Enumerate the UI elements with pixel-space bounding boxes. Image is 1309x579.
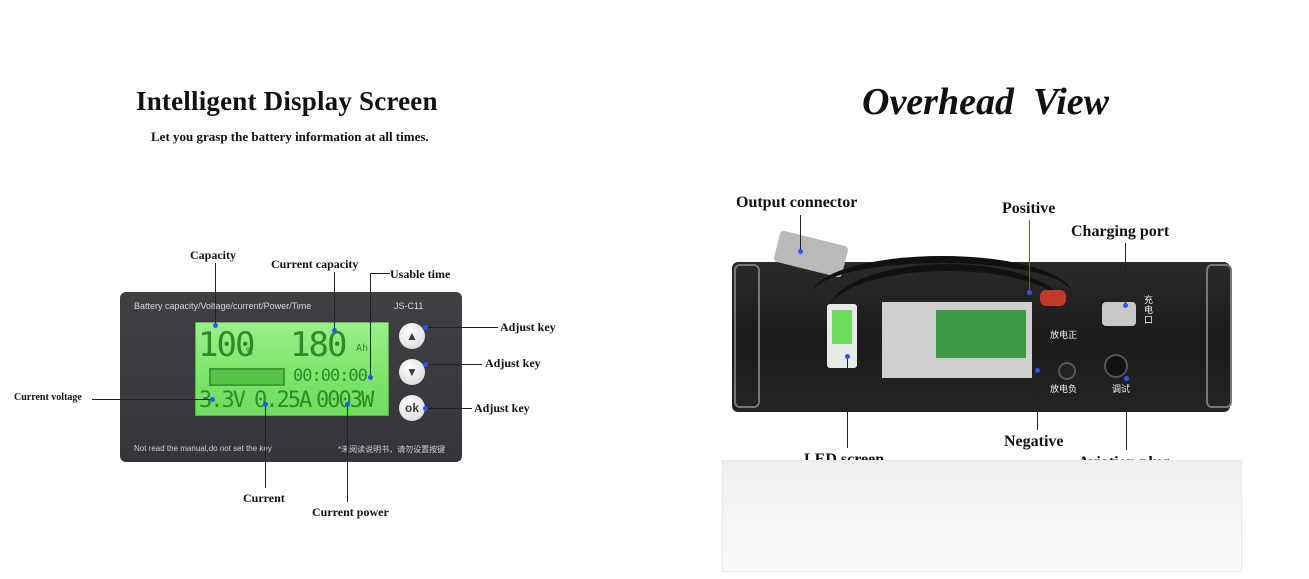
pointer-positive [1029, 220, 1030, 292]
label-negative: Negative [1004, 433, 1064, 450]
pointer-dot-negative [1035, 368, 1040, 373]
label-current-voltage: Current voltage [14, 392, 82, 403]
pointer-dot-output-connector [798, 249, 803, 254]
pointer-adjust-up [425, 327, 498, 328]
display-panel: Battery capacity/Voltage/current/Power/T… [120, 292, 462, 462]
pointer-dot-adjust-down [423, 362, 428, 367]
pointer-dot-adjust-ok [423, 406, 428, 411]
ok-key-button[interactable]: ok [399, 395, 425, 421]
pointer-current-capacity [334, 272, 335, 330]
label-adjust-key-down: Adjust key [485, 356, 541, 370]
pointer-dot-capacity [213, 323, 218, 328]
pointer-aviation-plug [1126, 378, 1127, 450]
discharge-negative-text: 放电负 [1050, 385, 1078, 395]
mounting-ear-left [734, 264, 760, 408]
left-subtitle: Let you grasp the battery information at… [151, 129, 429, 144]
pointer-usable-time-v [370, 273, 371, 377]
led-screen-module [827, 304, 857, 368]
cable-negative [828, 264, 1068, 361]
lcd-time: 00:00:00 [293, 366, 368, 386]
pointer-current-voltage [92, 399, 212, 400]
lcd-capacity-unit: Ah [356, 343, 369, 354]
mounting-ear-right [1206, 264, 1232, 408]
pointer-dot-charging-port [1123, 303, 1128, 308]
pointer-current [265, 404, 266, 488]
discharge-positive-text: 放电正 [1050, 331, 1078, 341]
pointer-dot-current-power [345, 402, 350, 407]
lcd-voltage: 3.3V [199, 388, 246, 413]
pointer-capacity [215, 263, 216, 325]
led-screen-display [832, 310, 852, 344]
pointer-dot-current-capacity [332, 328, 337, 333]
up-key-button[interactable]: ▲ [399, 323, 425, 349]
pointer-dot-positive [1027, 290, 1032, 295]
spec-label-panel [936, 310, 1026, 358]
charging-port-socket [1102, 302, 1136, 326]
label-output-connector: Output connector [736, 194, 858, 211]
label-current-power: Current power [312, 505, 389, 519]
battery-pack: 放电正 放电负 充 电 口 调试 [732, 230, 1232, 412]
pointer-charging-port [1125, 243, 1126, 305]
label-capacity: Capacity [190, 248, 236, 262]
battery-reflection [722, 460, 1242, 572]
battery-bar-icon [209, 368, 285, 386]
pointer-adjust-ok [425, 408, 472, 409]
lcd-current: 0.25A [254, 388, 312, 413]
pointer-current-power [347, 404, 348, 502]
negative-terminal [1058, 362, 1076, 380]
pointer-dot-current-voltage [210, 397, 215, 402]
pointer-dot-led-screen [845, 354, 850, 359]
spec-label [882, 302, 1032, 378]
left-title: Intelligent Display Screen [136, 86, 438, 116]
lcd-percent: 100 [198, 325, 255, 365]
positive-terminal [1040, 290, 1066, 306]
pointer-dot-adjust-up [423, 325, 428, 330]
down-key-button[interactable]: ▼ [399, 359, 425, 385]
panel-bottom-text-cn: *未阅读说明书，请勿设置按键 [338, 445, 446, 454]
lcd-percent-unit: % [246, 345, 253, 358]
debug-text: 调试 [1112, 385, 1131, 395]
lcd-capacity: 180 [290, 325, 347, 365]
panel-bottom-text: Not read the manual,do not set the key [134, 444, 272, 453]
pointer-negative [1037, 370, 1038, 430]
pointer-led-screen [847, 356, 848, 448]
label-current-capacity: Current capacity [271, 257, 359, 271]
label-adjust-key-up: Adjust key [500, 320, 556, 334]
label-usable-time: Usable time [390, 267, 451, 281]
label-charging-port: Charging port [1071, 223, 1170, 240]
lcd-screen: 100 % 180 Ah 00:00:00 3.3V 0.25A 0003W [195, 322, 389, 416]
pointer-output-connector [800, 215, 801, 251]
panel-top-text: Battery capacity/Voltage/current/Power/T… [134, 301, 312, 311]
right-title: Overhead View [862, 81, 1109, 123]
charging-port-cn-text: 充 电 口 [1144, 296, 1154, 326]
pointer-dot-aviation-plug [1124, 376, 1129, 381]
pointer-dot-usable-time [368, 375, 373, 380]
pointer-usable-time-h [370, 273, 390, 274]
pointer-dot-current [263, 402, 268, 407]
label-positive: Positive [1002, 200, 1056, 217]
panel-model: JS-C11 [394, 301, 424, 311]
label-adjust-key-ok: Adjust key [474, 401, 530, 415]
aviation-plug-socket [1104, 354, 1128, 378]
label-current: Current [243, 491, 285, 505]
pointer-adjust-down [425, 364, 482, 365]
cable-positive [812, 256, 1072, 333]
lcd-power: 0003W [316, 388, 374, 413]
